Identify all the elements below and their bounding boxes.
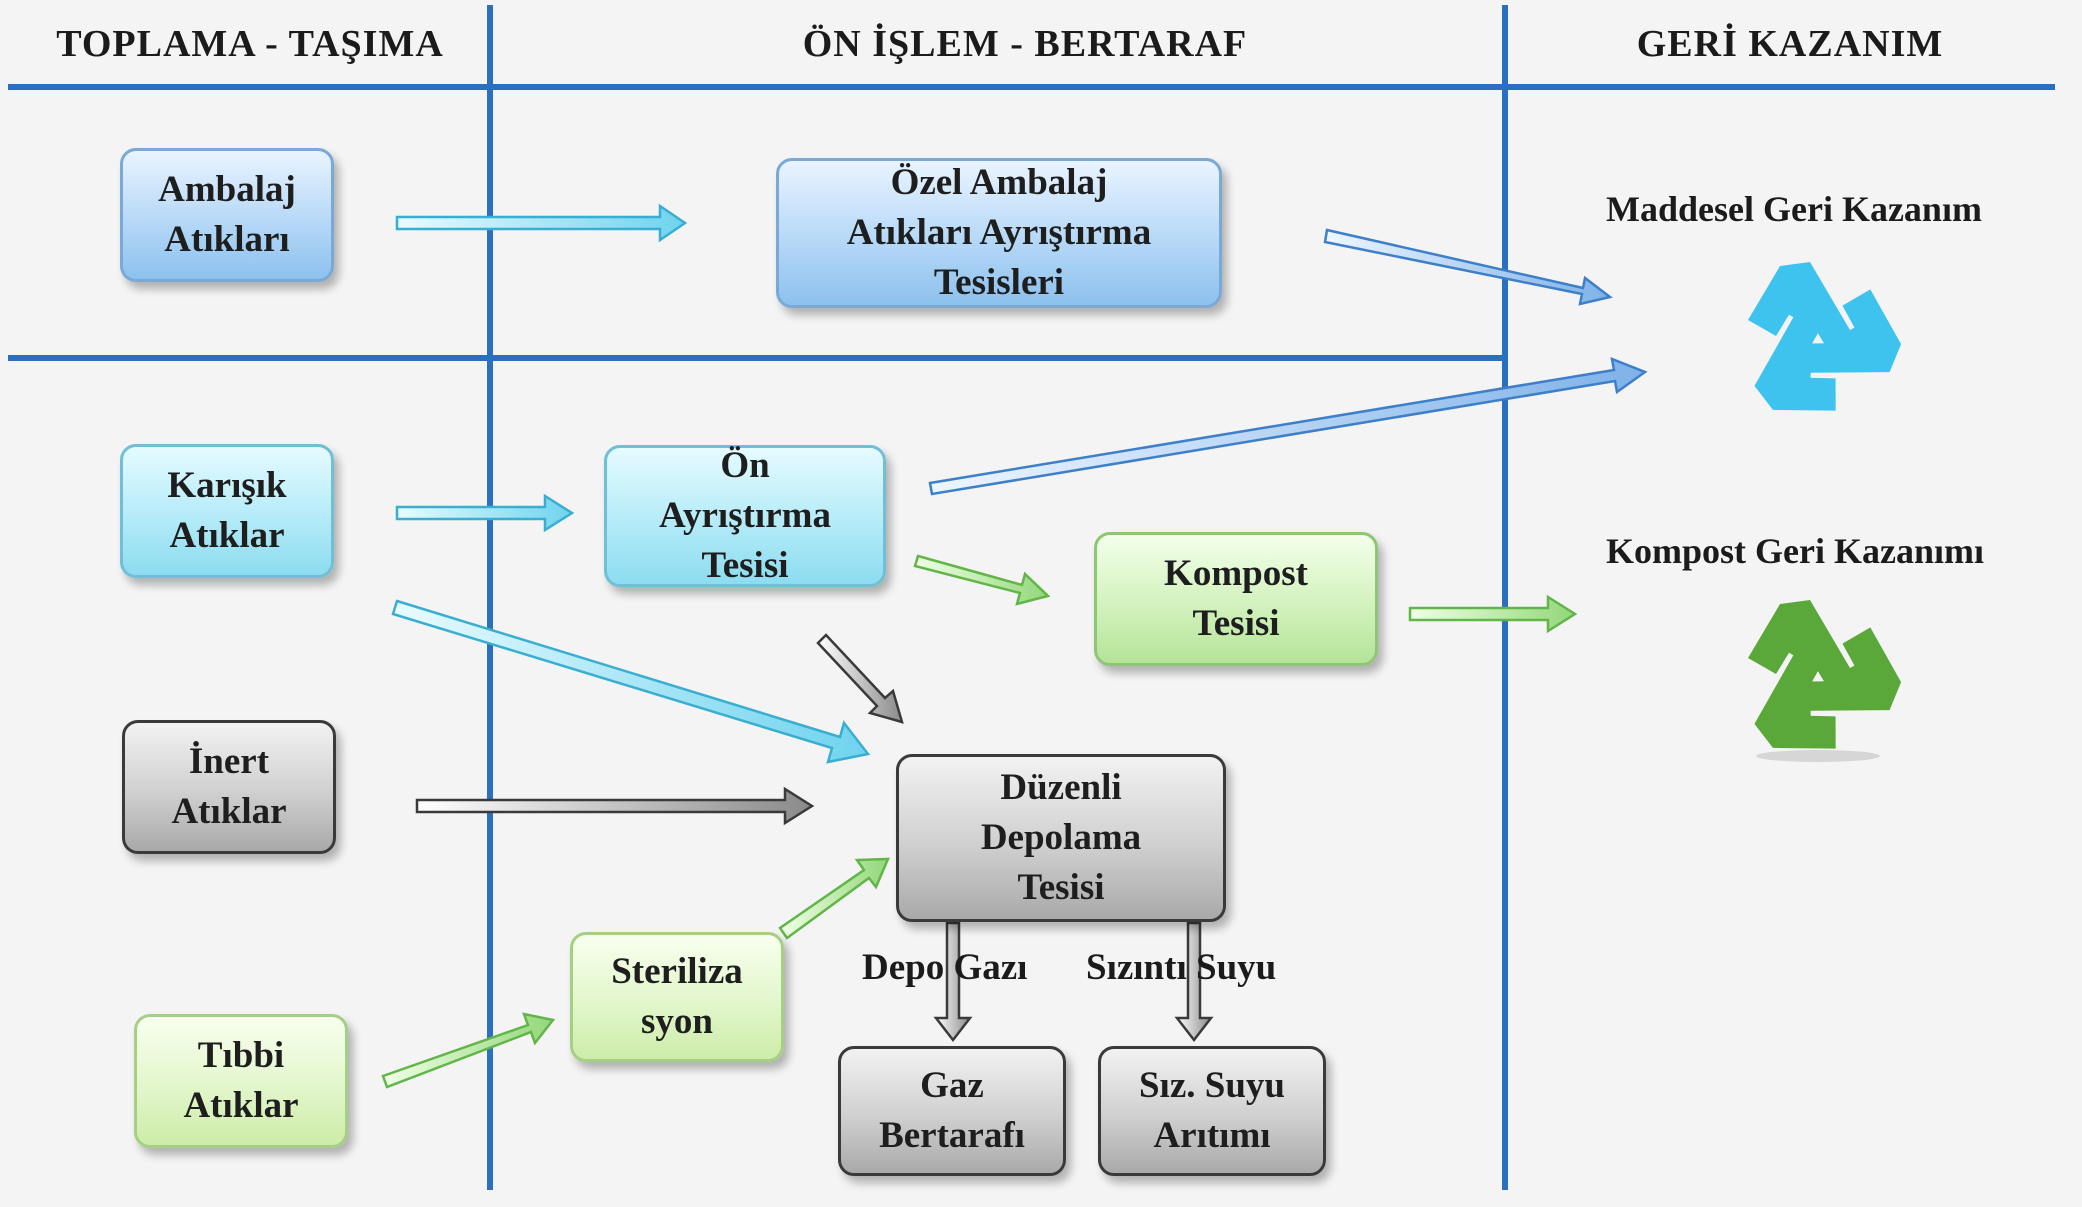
arrow-mixed-to-presorting	[395, 493, 575, 533]
arrow-sterilization-to-landfill	[778, 857, 890, 940]
header-collection: TOPLAMA - TAŞIMA	[56, 23, 444, 65]
arrow-presorting-to-material-recovery	[928, 357, 1648, 496]
arrow-presorting-to-landfill	[816, 633, 904, 724]
box-mixed-waste: Karışık Atıklar	[120, 444, 334, 578]
box-gas-disposal: Gaz Bertarafı	[838, 1046, 1066, 1176]
arrow-presorting-to-compost	[913, 554, 1051, 606]
arrow-landfill-to-gas	[933, 921, 973, 1043]
arrow-medical-to-sterilization	[381, 1012, 556, 1089]
box-pre-sorting: Ön Ayrıştırma Tesisi	[604, 445, 886, 587]
box-medical-waste: Tıbbi Atıklar	[134, 1014, 348, 1148]
box-inert-waste: İnert Atıklar	[122, 720, 336, 854]
arrow-inert-to-landfill	[415, 786, 815, 826]
lane-dividers	[8, 5, 2055, 1190]
label-landfill-gas: Depo Gazı	[862, 947, 1028, 988]
box-landfill: Düzenli Depolama Tesisi	[896, 754, 1226, 922]
box-sterilization: Steriliza syon	[570, 932, 784, 1062]
box-packaging-waste: Ambalaj Atıkları	[120, 148, 334, 282]
arrow-compost-to-compost-recovery	[1408, 594, 1578, 634]
box-packaging-sorting: Özel Ambalaj Atıkları Ayrıştırma Tesisle…	[776, 158, 1222, 308]
header-processing: ÖN İŞLEM - BERTARAF	[802, 23, 1248, 65]
label-leachate: Sızıntı Suyu	[1086, 947, 1277, 988]
arrow-mixed-to-landfill	[391, 599, 871, 764]
compost-recovery-recycle-icon	[1748, 600, 1902, 762]
material-recovery-recycle-icon	[1748, 262, 1902, 411]
header-recovery: GERİ KAZANIM	[1636, 23, 1944, 65]
label-compost-recovery: Kompost Geri Kazanımı	[1606, 531, 1984, 571]
box-leachate-treatment: Sız. Suyu Arıtımı	[1098, 1046, 1326, 1176]
label-material-recovery: Maddesel Geri Kazanım	[1606, 189, 1982, 229]
arrow-landfill-to-leachate	[1174, 921, 1214, 1043]
arrow-packaging-to-sorting	[395, 203, 688, 243]
arrow-sorting-to-material-recovery	[1323, 228, 1613, 306]
box-compost-facility: Kompost Tesisi	[1094, 532, 1378, 666]
